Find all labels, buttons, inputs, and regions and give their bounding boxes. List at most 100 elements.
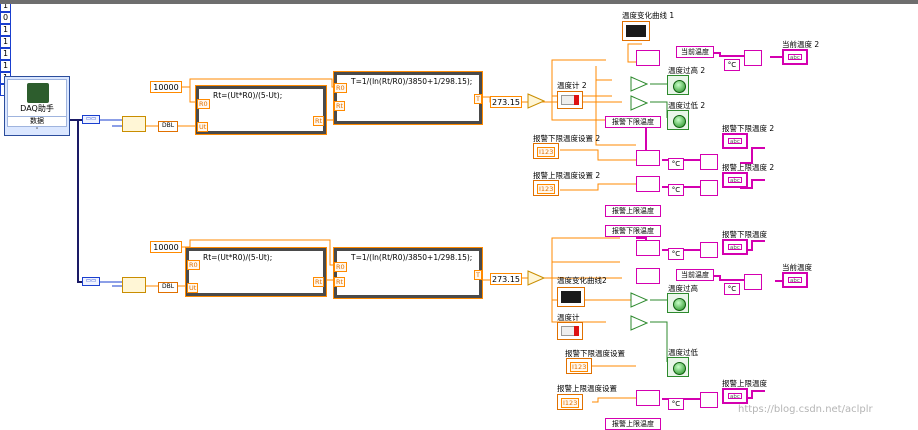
rt-formula-node-bottom[interactable]: Rt=(Ut*R0)/(5-Ut); — [185, 247, 327, 297]
current-temp-label-top: 当前温度 2 — [782, 40, 820, 49]
subtract-function-top[interactable] — [527, 93, 545, 109]
r0-input-terminal[interactable]: R0 — [334, 262, 347, 272]
format-into-string-alarm-high-bottom[interactable] — [636, 390, 660, 406]
to-dbl-conversion-top[interactable]: DBL — [158, 121, 178, 132]
current-temp-string-indicator-top[interactable]: abc — [782, 49, 808, 65]
current-temp-string-constant-top[interactable]: 当前温度 — [676, 46, 714, 58]
format-into-string-alarm-high-top[interactable] — [636, 176, 660, 192]
index-array-function-bottom[interactable] — [122, 277, 146, 293]
daq-assistant-icon — [27, 83, 49, 103]
r0-constant-top[interactable]: 10000 — [150, 81, 182, 93]
less-than-compare-bottom[interactable] — [630, 315, 648, 331]
format-into-string-alarm-low-top[interactable] — [636, 150, 660, 166]
alarm-high-set-control-bottom[interactable]: I123 — [557, 394, 583, 410]
alarm-low-string-constant-bottom[interactable]: 报警下限温度 — [605, 225, 661, 237]
concatenate-alarm-high-top[interactable] — [700, 180, 718, 196]
high-temp-led-bottom[interactable] — [667, 293, 689, 313]
celsius-string-constant[interactable]: °C — [668, 398, 684, 410]
window-top-border — [0, 0, 918, 4]
rt-input-terminal[interactable]: Rt — [334, 277, 346, 287]
alarm-high-string-constant-top[interactable]: 报警上限温度 — [605, 205, 661, 217]
daq-data-output-terminal[interactable]: 数据 — [7, 116, 67, 127]
rt-output-terminal[interactable]: Rt — [313, 277, 325, 287]
greater-than-compare-top[interactable] — [630, 76, 648, 92]
high-temp-led-top[interactable] — [667, 75, 689, 95]
thermometer-terminal-bottom[interactable] — [557, 322, 583, 340]
alarm-high-indicator-top[interactable]: abc — [722, 172, 748, 188]
concatenate-strings-bottom[interactable] — [744, 274, 762, 290]
t-formula-node-top[interactable]: T=1/(ln(Rt/R0)/3850+1/298.15); — [333, 71, 483, 125]
high-led-label-bottom: 温度过高 — [668, 284, 698, 293]
concatenate-alarm-high-bottom[interactable] — [700, 392, 718, 408]
graph-label-bottom: 温度变化曲线2 — [557, 276, 607, 285]
alarm-high-out-label-top: 报警上限温度 2 — [722, 163, 775, 172]
kelvin-offset-constant-bottom[interactable]: 273.15 — [490, 273, 522, 285]
alarm-low-string-constant-top[interactable]: 报警下限温度 — [605, 116, 661, 128]
greater-than-compare-bottom[interactable] — [630, 292, 648, 308]
rt-output-terminal[interactable]: Rt — [313, 116, 325, 126]
r0-constant-bottom[interactable]: 10000 — [150, 241, 182, 253]
low-led-label-bottom: 温度过低 — [668, 348, 698, 357]
waveform-chart-terminal-bottom[interactable] — [557, 287, 585, 307]
alarm-low-set-control-top[interactable]: I123 — [533, 143, 559, 159]
r0-input-terminal[interactable]: R0 — [197, 99, 210, 109]
low-temp-led-top[interactable] — [667, 110, 689, 130]
current-temp-string-constant-bottom[interactable]: 当前温度 — [676, 269, 714, 281]
daq-assistant-express-vi[interactable]: DAQ助手 数据 ˅ — [4, 76, 70, 136]
from-dynamic-data-top[interactable]: ▭▭ — [82, 115, 100, 124]
to-dbl-conversion-bottom[interactable]: DBL — [158, 282, 178, 293]
subtract-function-bottom[interactable] — [527, 270, 545, 286]
low-led-label-top: 温度过低 2 — [668, 101, 706, 110]
kelvin-offset-constant-top[interactable]: 273.15 — [490, 96, 522, 108]
celsius-string-constant[interactable]: °C — [668, 158, 684, 170]
numeric-index-constant[interactable]: 1 — [0, 60, 11, 72]
concatenate-strings-top[interactable] — [744, 50, 762, 66]
format-into-string-current-bottom[interactable] — [636, 268, 660, 284]
waveform-chart-terminal-top[interactable] — [622, 21, 650, 41]
celsius-string-constant[interactable]: °C — [668, 184, 684, 196]
index-constant-bottom[interactable]: 0 — [0, 12, 11, 24]
thermometer-label-top: 温度计 2 — [557, 81, 587, 90]
alarm-high-indicator-bottom[interactable]: abc — [722, 388, 748, 404]
low-temp-led-bottom[interactable] — [667, 357, 689, 377]
alarm-low-out-label-bottom: 报警下限温度 — [722, 230, 767, 239]
index-array-function-top[interactable] — [122, 116, 146, 132]
concatenate-alarm-low-bottom[interactable] — [700, 242, 718, 258]
concatenate-alarm-low-top[interactable] — [700, 154, 718, 170]
alarm-low-set-control-bottom[interactable]: I123 — [566, 358, 592, 374]
thermometer-label-bottom: 温度计 — [557, 313, 580, 322]
format-into-string-alarm-low-bottom[interactable] — [636, 240, 660, 256]
alarm-high-string-constant-bottom[interactable]: 报警上限温度 — [605, 418, 661, 430]
ut-input-terminal[interactable]: Ut — [187, 283, 199, 293]
rt-input-terminal[interactable]: Rt — [334, 101, 346, 111]
alarm-high-set-label-top: 报警上限温度设置 2 — [533, 171, 601, 180]
from-dynamic-data-bottom[interactable]: ▭▭ — [82, 277, 100, 286]
r0-input-terminal[interactable]: R0 — [187, 260, 200, 270]
alarm-high-set-control-top[interactable]: I123 — [533, 180, 559, 196]
alarm-low-set-label-top: 报警下限温度设置 2 — [533, 134, 601, 143]
numeric-index-constant[interactable]: 1 — [0, 24, 11, 36]
t-formula-node-bottom[interactable]: T=1/(ln(Rt/R0)/3850+1/298.15); — [333, 247, 483, 299]
ut-input-terminal[interactable]: Ut — [197, 122, 209, 132]
t-output-terminal[interactable]: T — [474, 94, 482, 104]
numeric-index-constant[interactable]: 1 — [0, 36, 11, 48]
thermometer-terminal-top[interactable] — [557, 91, 583, 109]
t-output-terminal[interactable]: T — [474, 270, 482, 280]
celsius-string-constant[interactable]: °C — [668, 248, 684, 260]
celsius-string-constant[interactable]: °C — [724, 59, 740, 71]
daq-assistant-title: DAQ助手 — [20, 104, 54, 113]
alarm-low-indicator-top[interactable]: abc — [722, 133, 748, 149]
celsius-string-constant[interactable]: °C — [724, 283, 740, 295]
current-temp-label-bottom: 当前温度 — [782, 263, 812, 272]
alarm-low-indicator-bottom[interactable]: abc — [722, 239, 748, 255]
format-into-string-top[interactable] — [636, 50, 660, 66]
rt-formula-node-top[interactable]: Rt=(Ut*R0)/(5-Ut); — [195, 85, 327, 135]
numeric-index-constant[interactable]: 1 — [0, 48, 11, 60]
current-temp-string-indicator-bottom[interactable]: abc — [782, 272, 808, 288]
t-formula-text: T=1/(ln(Rt/R0)/3850+1/298.15); — [351, 253, 473, 262]
graph-label-top: 温度变化曲线 1 — [622, 11, 675, 20]
less-than-compare-top[interactable] — [630, 95, 648, 111]
chevron-down-icon[interactable]: ˅ — [35, 127, 39, 135]
r0-input-terminal[interactable]: R0 — [334, 83, 347, 93]
